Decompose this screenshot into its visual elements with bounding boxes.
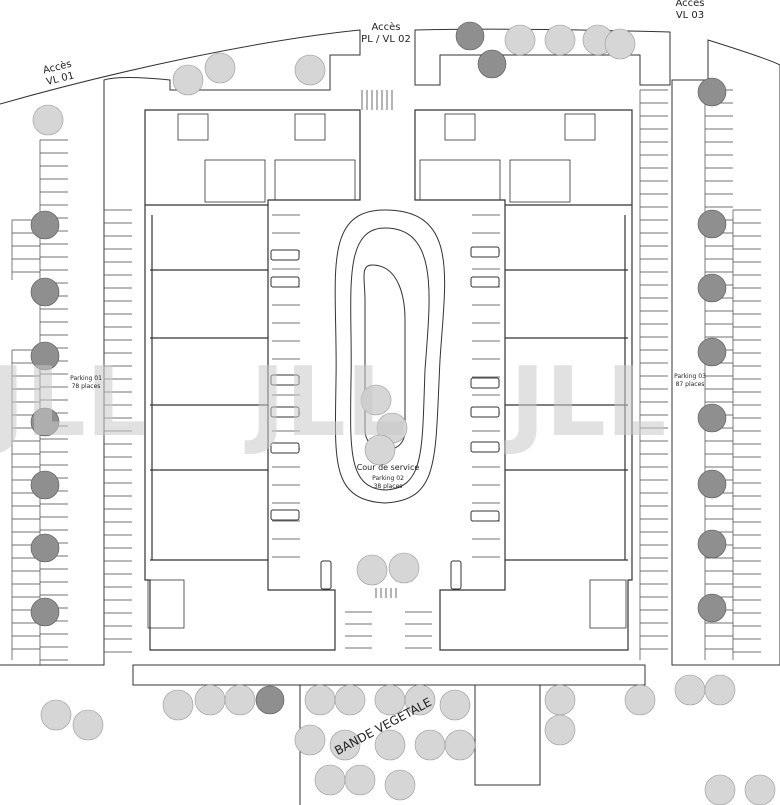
tree-dark	[30, 210, 60, 240]
tree-light	[194, 684, 226, 716]
tree-light	[744, 774, 776, 805]
parking-02-count: 38 places	[374, 483, 403, 490]
tree-light	[334, 684, 366, 716]
tree-light	[162, 689, 194, 721]
parking-01-count: 78 places	[72, 383, 101, 390]
tree-light	[344, 764, 376, 796]
tree-light	[544, 24, 576, 56]
tree-light	[329, 729, 361, 761]
tree-light	[294, 724, 326, 756]
tree-dark	[697, 593, 727, 623]
tree-light	[40, 699, 72, 731]
tree-dark	[697, 337, 727, 367]
watermark-text-3: JLL	[504, 348, 666, 458]
tree-light	[544, 684, 576, 716]
truck	[270, 442, 300, 454]
tree-dark	[30, 470, 60, 500]
tree-light	[439, 689, 471, 721]
tree-light	[604, 28, 636, 60]
trucks	[270, 246, 500, 590]
truck	[270, 406, 300, 418]
tree-light	[504, 24, 536, 56]
tree-light	[356, 554, 388, 586]
parking-03-name: Parking 03	[674, 373, 706, 380]
watermark-text-1: JLL	[0, 348, 146, 458]
tree-light	[384, 769, 416, 801]
tree-dark	[697, 273, 727, 303]
tree-light	[294, 54, 326, 86]
tree-light	[388, 552, 420, 584]
tree-light	[704, 774, 736, 805]
tree-dark	[455, 21, 485, 51]
tree-light	[404, 684, 436, 716]
tree-dark	[30, 533, 60, 563]
tree-dark	[477, 49, 507, 79]
parking-03-count: 87 places	[676, 381, 705, 388]
tree-dark	[30, 277, 60, 307]
truck	[270, 276, 300, 288]
tree-light	[414, 729, 446, 761]
tree-dark	[697, 403, 727, 433]
tree-light	[544, 714, 576, 746]
courtyard-label: Cour de service	[357, 463, 420, 472]
tree-light	[224, 684, 256, 716]
truck	[270, 509, 300, 521]
tree-dark	[697, 529, 727, 559]
tree-light	[204, 52, 236, 84]
tree-light	[444, 729, 476, 761]
office-blocks	[147, 113, 627, 629]
tree-light	[304, 684, 336, 716]
truck	[470, 377, 500, 389]
tree-light	[32, 104, 64, 136]
tree-light	[374, 729, 406, 761]
tree-light	[704, 674, 736, 706]
tree-dark	[255, 685, 285, 715]
tree-light	[674, 674, 706, 706]
tree-light	[364, 434, 396, 466]
truck	[470, 510, 500, 522]
truck	[450, 560, 462, 590]
tree-light	[72, 709, 104, 741]
tree-dark	[30, 597, 60, 627]
access-plvl02-line1: Accès	[371, 21, 400, 33]
tree-light	[360, 384, 392, 416]
access-vl03-line1: Accès	[675, 0, 704, 9]
truck	[470, 441, 500, 453]
tree-light	[314, 764, 346, 796]
parking-01-name: Parking 01	[70, 375, 102, 382]
tree-light	[624, 684, 656, 716]
access-plvl02-line2: PL / VL 02	[361, 34, 411, 45]
truck	[270, 249, 300, 261]
watermark: JLL JLL JLL	[0, 348, 666, 458]
tree-dark	[697, 469, 727, 499]
truck	[320, 560, 332, 590]
trees	[30, 21, 776, 805]
access-vl03-line2: VL 03	[676, 10, 704, 21]
parking-02-name: Parking 02	[372, 475, 404, 482]
tree-dark	[697, 77, 727, 107]
tree-dark	[30, 341, 60, 371]
truck	[470, 246, 500, 258]
truck	[470, 406, 500, 418]
truck	[270, 374, 300, 386]
tree-dark	[697, 209, 727, 239]
tree-light	[172, 64, 204, 96]
tree-dark	[30, 407, 60, 437]
truck	[470, 276, 500, 288]
watermark-text-2: JLL	[244, 348, 406, 458]
